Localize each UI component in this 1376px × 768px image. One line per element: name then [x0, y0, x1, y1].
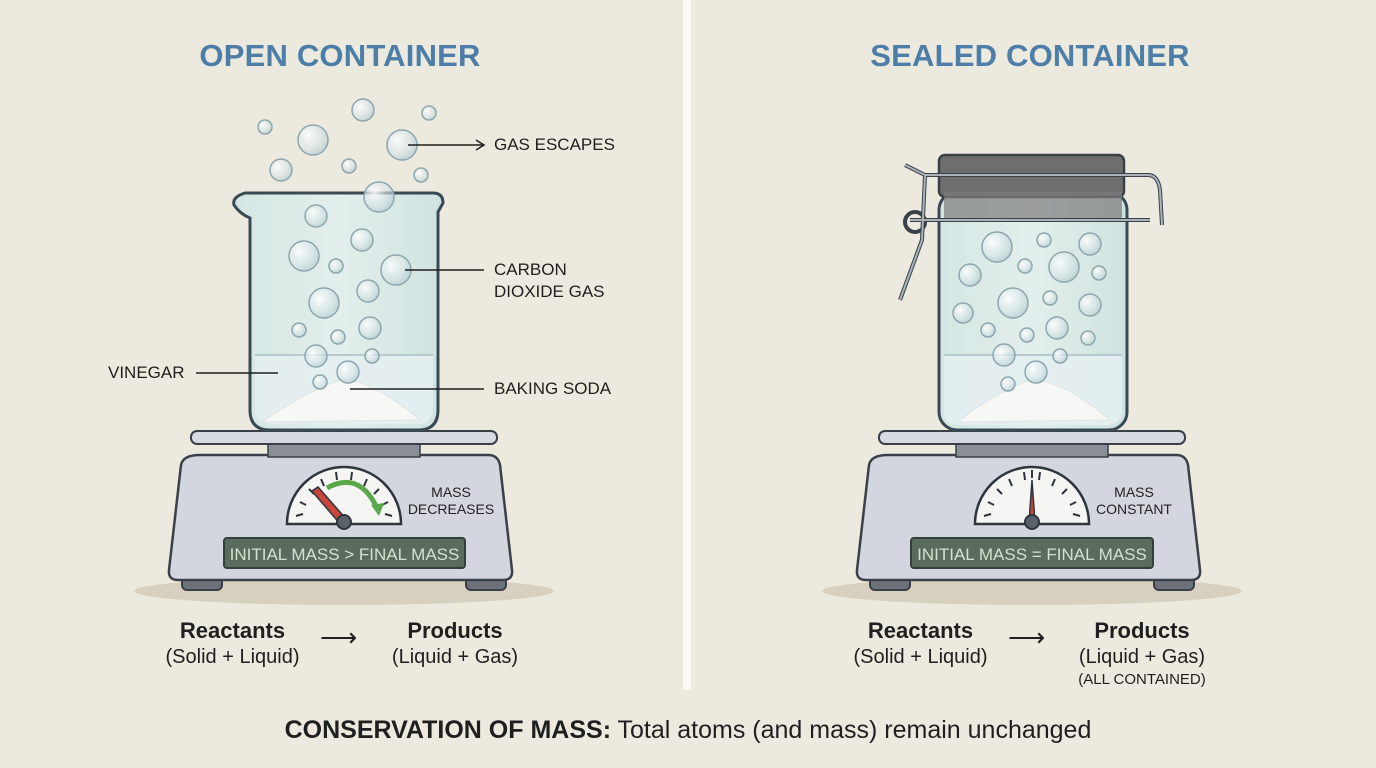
baking-soda-callout: BAKING SODA	[494, 379, 612, 398]
open-container-title: OPEN CONTAINER	[199, 38, 481, 73]
right-products: Products (Liquid + Gas) (ALL CONTAINED)	[1078, 618, 1206, 688]
conservation-statement: CONSERVATION OF MASS: Total atoms (and m…	[0, 716, 1376, 745]
vinegar-callout: VINEGAR	[108, 363, 185, 382]
co2-callout-line1: CARBON	[494, 260, 567, 279]
footer-text: Total atoms (and mass) remain unchanged	[611, 716, 1092, 744]
panel-divider	[683, 0, 691, 690]
right-mass-display: INITIAL MASS = FINAL MASS	[910, 537, 1154, 569]
left-products: Products (Liquid + Gas)	[391, 618, 519, 668]
left-mass-display: INITIAL MASS > FINAL MASS	[223, 537, 466, 569]
left-gauge-label: MASS DECREASES	[407, 484, 495, 517]
right-reactants: Reactants (Solid + Liquid)	[853, 618, 988, 668]
left-reaction-arrow: ⟶	[320, 622, 358, 652]
gas-escapes-callout: GAS ESCAPES	[494, 135, 615, 154]
right-reaction-arrow: ⟶	[1008, 622, 1046, 652]
trend-arrow	[325, 479, 381, 512]
footer-bold: CONSERVATION OF MASS:	[284, 716, 612, 744]
sealed-container-title: SEALED CONTAINER	[870, 38, 1190, 73]
co2-callout-line2: DIOXIDE GAS	[494, 282, 605, 301]
scale-shadow	[134, 577, 554, 605]
right-gauge-label: MASS CONSTANT	[1096, 484, 1172, 517]
left-reactants: Reactants (Solid + Liquid)	[165, 618, 300, 668]
